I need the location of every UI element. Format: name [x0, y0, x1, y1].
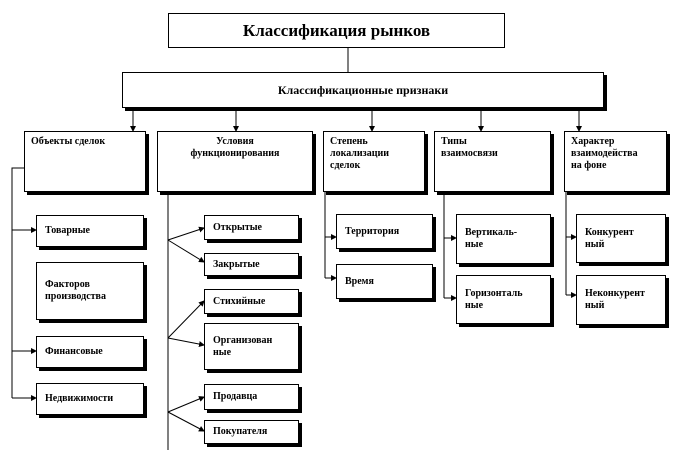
- category-interaction-character: Характер взаимодейства на фоне: [564, 131, 667, 192]
- item-horizontal: Горизонталь ные: [456, 275, 551, 324]
- item-closed: Закрытые: [204, 253, 299, 276]
- item-seller: Продавца: [204, 384, 299, 410]
- item-territory: Территория: [336, 214, 433, 249]
- item-real-estate: Недвижимости: [36, 383, 144, 415]
- item-financial: Финансовые: [36, 336, 144, 368]
- classification-features-box: Классификационные признаки: [122, 72, 604, 108]
- item-competitive: Конкурент ный: [576, 214, 666, 263]
- item-open: Открытые: [204, 215, 299, 240]
- item-commodity: Товарные: [36, 215, 144, 247]
- item-vertical: Вертикаль- ные: [456, 214, 551, 264]
- category-localization-degree: Степень локализации сделок: [323, 131, 425, 192]
- item-production-factors: Факторов производства: [36, 262, 144, 320]
- category-relation-types: Типы взаимосвязи: [434, 131, 551, 192]
- item-spontaneous: Стихийные: [204, 289, 299, 314]
- item-organized: Организован ные: [204, 323, 299, 370]
- item-buyer: Покупателя: [204, 420, 299, 444]
- diagram-title: Классификация рынков: [168, 13, 505, 48]
- item-noncompetitive: Неконкурент ный: [576, 275, 666, 325]
- category-operating-conditions: Условия функционирования: [157, 131, 313, 192]
- item-time: Время: [336, 264, 433, 299]
- category-deal-objects: Объекты сделок: [24, 131, 146, 192]
